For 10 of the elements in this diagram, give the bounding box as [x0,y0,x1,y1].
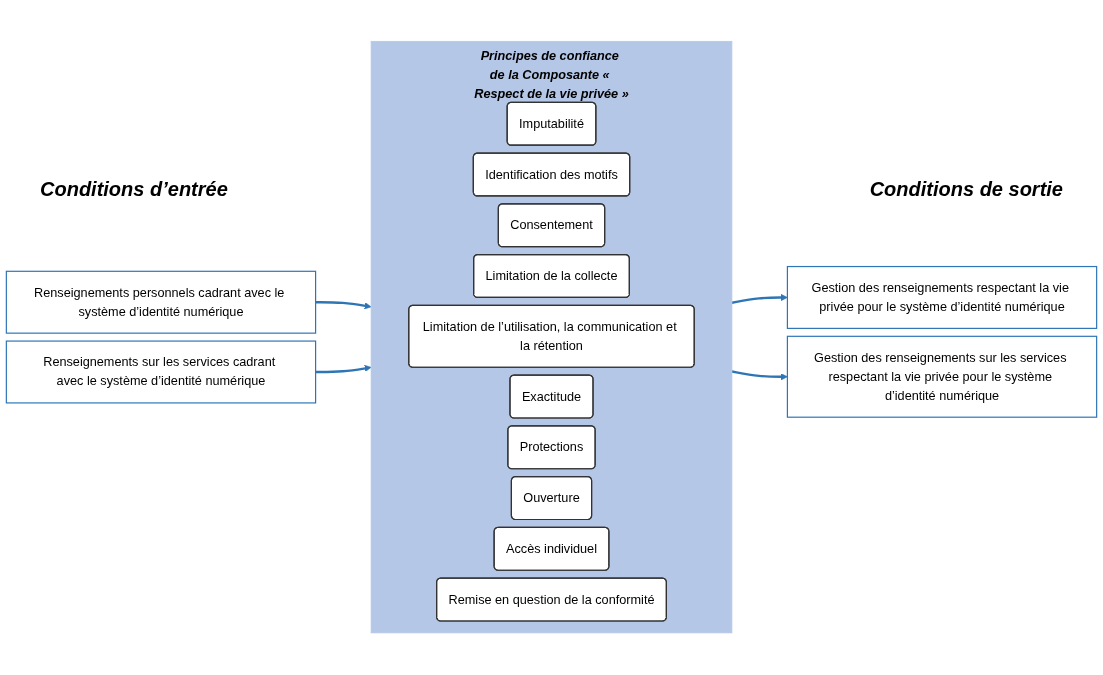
node-box: Gestion des renseignements sur les services respectant la vie privée pour le système d’identité numérique [786,336,1098,419]
arrow [731,294,788,305]
section-heading: Conditions d’entrée [40,178,228,201]
arrow [315,365,372,374]
section-heading: Conditions de sortie [869,178,1063,201]
arrow [315,301,372,310]
node-box: Gestion des renseignements respectant la vie privée pour le système d’identité numérique [786,266,1098,330]
node-box: Renseignements sur les services cadrant avec le système d’identité numérique [5,340,317,404]
arrow [731,370,788,381]
node-box: Renseignements personnels cadrant avec le système d’identité numérique [5,271,317,335]
